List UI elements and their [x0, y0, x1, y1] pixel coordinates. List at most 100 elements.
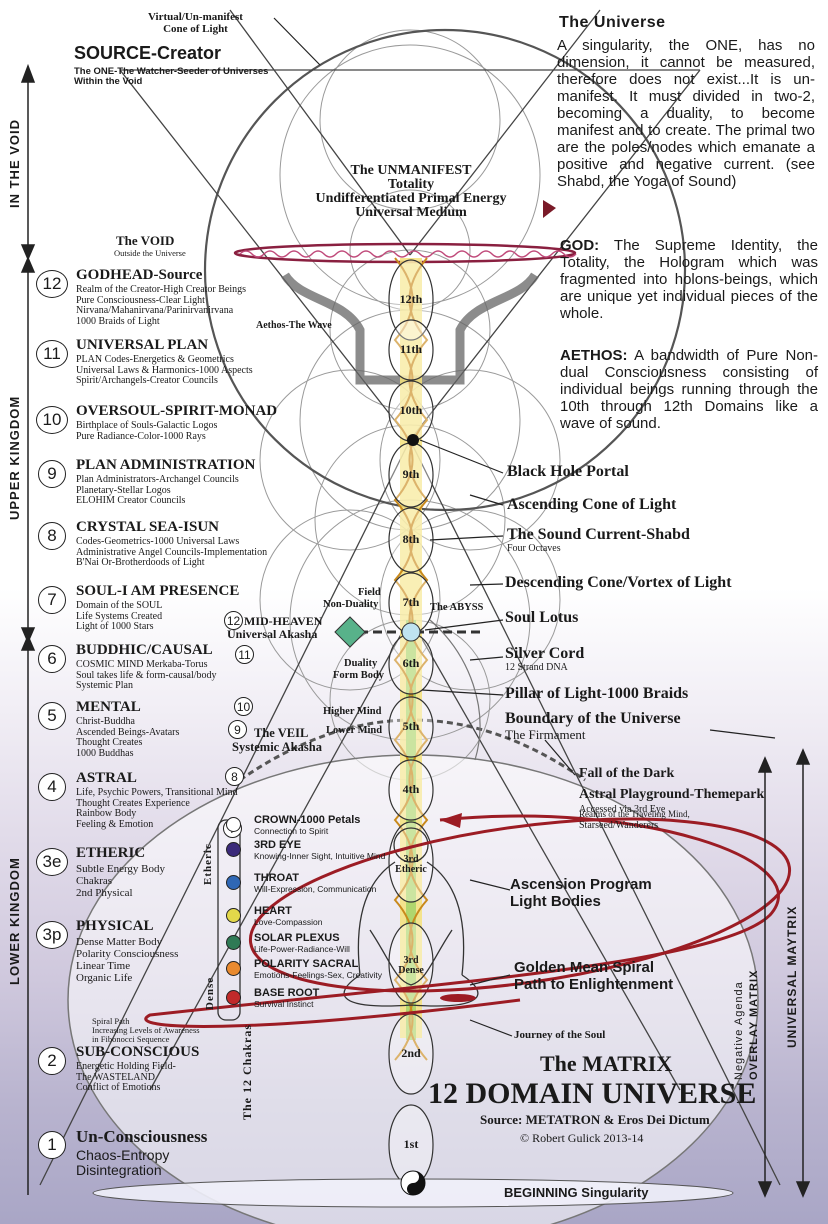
chakra-sub: Life-Power-Radiance-Will [254, 944, 350, 954]
chakra-name: POLARITY SACRAL [254, 958, 359, 970]
unmanifest-4: Universal Medium [355, 205, 467, 220]
virtual-cone-label: Virtual/Un-manifest Cone of Light [148, 11, 243, 35]
domain-name: Un-Consciousness [76, 1127, 208, 1146]
beginning-label: BEGINNING Singularity [504, 1185, 649, 1200]
chakra-sub: Will-Expression, Communication [254, 884, 377, 894]
domain-line: Realm of the Creator-High Creator Beings [76, 284, 247, 295]
chakra-name: CROWN-1000 Petals [254, 814, 361, 826]
matrix-title: The MATRIX [540, 1051, 673, 1076]
unmanifest-label: The UNMANIFEST Totality Undifferentiated… [296, 164, 526, 220]
chakra-name: HEART [254, 905, 292, 917]
domain-line: Planetary-Stellar Logos [76, 484, 171, 496]
pillar-label: 2nd [401, 1046, 421, 1060]
domain-number: 12 [36, 270, 68, 298]
chakra-sub: Connection to Spirit [254, 826, 329, 836]
chakra-dot [226, 817, 241, 832]
chakra-name: THROAT [254, 872, 300, 884]
ascension-label: Ascension Program Light Bodies [510, 876, 652, 910]
pillar-label: 3rd Etheric [395, 854, 427, 875]
lower-mind-label: Lower Mind [326, 725, 383, 736]
veil-label: The VEIL [254, 726, 309, 740]
domain-number: 8 [38, 522, 66, 550]
right-label-sub: Accessed via 3rd Eye [579, 804, 666, 815]
circle-number: 10 [234, 697, 253, 716]
domain-number: 5 [38, 702, 66, 730]
domain-name: SUB-CONSCIOUS [76, 1044, 200, 1060]
domain-name: SOUL-I AM PRESENCE [76, 583, 240, 599]
non-duality-label: Non-Duality [323, 599, 379, 610]
mid-heaven-label: MID-HEAVEN [244, 614, 323, 628]
domain-line: Rainbow Body [76, 808, 137, 819]
domain-number: 10 [36, 406, 68, 434]
unmanifest-2: Totality [387, 177, 435, 192]
spiral-path-1: Spiral Path [92, 1016, 130, 1026]
source-credit: Source: METATRON & Eros Dei Dictum [480, 1112, 710, 1127]
domain-number: 1 [38, 1131, 66, 1159]
domain-name: MENTAL [76, 699, 141, 715]
domain-line: 1000 Buddhas [76, 747, 134, 759]
domain-line: ELOHIM Creator Councils [76, 495, 186, 506]
domain-line: Life Systems Created [76, 610, 163, 622]
pillar-label: 6th [402, 656, 420, 670]
akasha-label: Universal Akasha [227, 627, 318, 641]
right-label: The Sound Current-Shabd [507, 526, 690, 543]
domain-line: Light of 1000 Stars [76, 621, 154, 632]
chakra-sub: Love-Compassion [254, 917, 323, 927]
domain-number: 6 [38, 645, 66, 673]
pillar-label: 8th [402, 532, 420, 546]
domain-number: 7 [38, 586, 66, 614]
domain-line: Administrative Angel Councils-Implementa… [76, 546, 268, 558]
chakra-dot [226, 935, 241, 950]
circle-number: 11 [235, 645, 254, 664]
domain-line: Conflict of Emotions [76, 1082, 161, 1093]
copyright: © Robert Gulick 2013-14 [520, 1131, 644, 1145]
domain-number: 2 [38, 1047, 66, 1075]
virtual-cone-line2: Cone of Light [163, 22, 228, 35]
source-sub-2: Within the Void [74, 75, 143, 87]
domain-line: Birthplace of Souls-Galactic Logos [76, 420, 218, 431]
domain-number: 3e [36, 848, 68, 876]
right-label: Soul Lotus [505, 609, 579, 626]
pillar-label: 1st [403, 1137, 419, 1151]
side-label-void: IN THE VOID [7, 118, 22, 208]
ascension-1: Ascension Program [510, 876, 652, 893]
side-label-negative-agenda: Negative Agenda [733, 981, 745, 1080]
domain-line: Life, Psychic Powers, Transitional Mind [76, 787, 238, 798]
universe-description: A singularity, the ONE, has no dimension… [557, 37, 815, 190]
domain-line: Spirit/Archangels-Creator Councils [76, 375, 218, 386]
domain-number: 11 [36, 340, 68, 368]
form-body-label: Form Body [333, 670, 385, 681]
right-label: Descending Cone/Vortex of Light [505, 574, 732, 591]
domain-number: 4 [38, 773, 66, 801]
domain-line: The WASTELAND [76, 1071, 155, 1083]
source-title: SOURCE-Creator [74, 43, 222, 63]
domain-line: Pure Radiance-Color-1000 Rays [76, 430, 206, 442]
domain-line: Ascended Beings-Avatars [76, 726, 180, 738]
journey-label: Journey of the Soul [514, 1029, 606, 1041]
systemic-akasha-label: Systemic Akasha [232, 740, 322, 754]
right-label-sub: 12 Strand DNA [505, 662, 568, 673]
aethos-body: A bandwidth of Pure Non-dual Consciousne… [560, 347, 818, 432]
unmanifest-1: The UNMANIFEST [350, 163, 472, 178]
domain-line: Nirvana/Mahanirvana/Parinirvanirvana [76, 305, 234, 316]
pillar-label: 7th [402, 595, 420, 609]
pillar-label: 4th [402, 782, 420, 796]
chakra-name: BASE ROOT [254, 987, 320, 999]
domain-line: COSMIC MIND Merkaba-Torus [76, 659, 208, 670]
domain-line: Chaos-Entropy [76, 1147, 170, 1163]
side-label-12-chakras: The 12 Chakras [240, 1023, 254, 1120]
domain-name: BUDDHIC/CAUSAL [76, 642, 213, 658]
chakra-sub: Survival Instinct [254, 999, 314, 1009]
domain-line: Christ-Buddha [76, 716, 135, 727]
domain-line: B'Nai Or-Brotherdoods of Light [76, 557, 205, 568]
domain-line: Disintegration [76, 1162, 162, 1178]
right-label: Astral Playground-Themepark [579, 787, 765, 802]
void-subtitle: Outside the Universe [114, 248, 186, 258]
side-label-lower: LOWER KINGDOM [7, 857, 22, 985]
domain-line: Universal Laws & Harmonics-1000 Aspects [76, 364, 253, 376]
meditating-figure [343, 827, 479, 1007]
circle-number: 12 [224, 611, 243, 630]
circle-number: 9 [228, 720, 247, 739]
right-label: Black Hole Portal [507, 463, 629, 480]
universe-title: The Universe [559, 14, 666, 31]
